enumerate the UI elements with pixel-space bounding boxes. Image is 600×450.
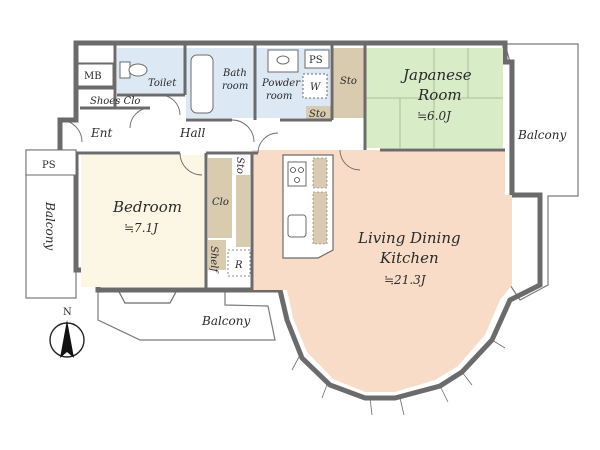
label-balcony-left: Balcony xyxy=(43,201,57,250)
washer-space xyxy=(302,73,328,99)
shelf-fill xyxy=(208,240,226,270)
label-clo: Clo xyxy=(212,197,229,208)
label-bedroom: Bedroom xyxy=(112,198,182,216)
window-sashes xyxy=(291,339,506,416)
tatami-grid xyxy=(366,48,503,148)
counter-left xyxy=(236,175,250,247)
label-shelf: Shelf xyxy=(208,246,219,274)
bathtub xyxy=(190,54,214,114)
label-r: R xyxy=(234,260,243,271)
bay-window-bedroom xyxy=(117,289,178,304)
label-ldk-size: ≒21.3J xyxy=(384,273,427,287)
label-balcony-right: Balcony xyxy=(517,128,566,142)
sto-top-fill xyxy=(333,48,365,118)
north-label: N xyxy=(63,307,72,318)
sink-fixture xyxy=(267,49,299,73)
label-japanese-1: Japanese xyxy=(400,66,472,84)
label-powder-2: room xyxy=(266,91,292,102)
bedroom-fill xyxy=(81,155,206,287)
label-sto-small: Sto xyxy=(309,109,326,120)
label-balcony-bottom: Balcony xyxy=(201,314,250,328)
label-japanese-size: ≒6.0J xyxy=(417,109,452,123)
label-powder-1: Powder xyxy=(261,78,301,89)
interior-walls xyxy=(76,43,505,290)
label-ps-left: PS xyxy=(42,160,56,171)
label-sto-top: Sto xyxy=(340,76,357,87)
doors xyxy=(59,94,361,176)
sto-small-fill xyxy=(306,106,331,120)
label-hall: Hall xyxy=(179,126,205,140)
label-japanese-2: Room xyxy=(417,86,462,104)
kitchen-island xyxy=(282,154,334,259)
label-mb: MB xyxy=(84,71,102,82)
ps-top-box xyxy=(304,49,330,69)
label-ent: Ent xyxy=(90,126,112,140)
toilet-fixture xyxy=(119,61,148,79)
label-washer: W xyxy=(310,82,321,93)
label-bedroom-size: ≒7.1J xyxy=(124,221,159,235)
north-arrow: N xyxy=(49,307,85,358)
label-bath-1: Bath xyxy=(222,68,247,79)
label-ldk-1: Living Dining xyxy=(357,229,461,247)
label-toilet: Toilet xyxy=(148,78,177,89)
label-ldk-2: Kitchen xyxy=(379,249,439,267)
label-shoes-clo: Shoes Clo xyxy=(90,96,140,107)
mb-box xyxy=(77,63,114,87)
clo-fill xyxy=(208,158,232,238)
label-ps-top: PS xyxy=(309,55,323,66)
label-sto-hall: Sto xyxy=(234,157,245,174)
label-bath-2: room xyxy=(222,81,248,92)
ps-left-box xyxy=(25,149,77,176)
